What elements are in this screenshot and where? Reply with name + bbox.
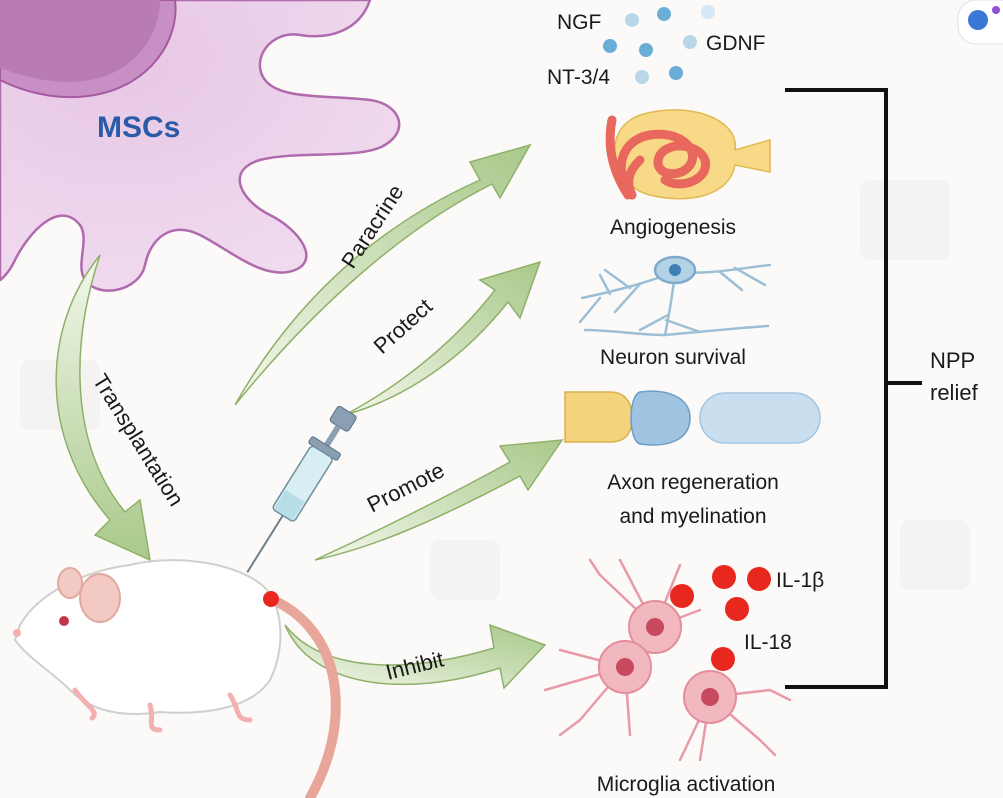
axon-label-line2: and myelination bbox=[619, 505, 766, 528]
microglia-bodies bbox=[598, 600, 737, 724]
neuron-icon bbox=[578, 255, 772, 337]
rat-illustration bbox=[13, 559, 341, 798]
protect-arrow bbox=[344, 260, 542, 416]
syringe-icon bbox=[246, 405, 357, 573]
msc-label: MSCs bbox=[97, 111, 180, 144]
neuron-survival-label: Neuron survival bbox=[600, 346, 746, 369]
protect-label: Protect bbox=[369, 293, 438, 358]
factor-nt34: NT-3/4 bbox=[547, 66, 610, 89]
axon-icon bbox=[564, 390, 821, 446]
microglia-label: Microglia activation bbox=[597, 773, 776, 796]
paracrine-arrow bbox=[234, 143, 532, 406]
cytokine-il18: IL-18 bbox=[744, 631, 792, 654]
msc-cell: MSCs bbox=[0, 0, 401, 292]
cytokine-dots bbox=[670, 565, 771, 671]
avatar-badge bbox=[957, 0, 1003, 45]
factor-gdnf: GDNF bbox=[706, 32, 766, 55]
angiogenesis-icon bbox=[605, 109, 771, 200]
promote-arrow bbox=[314, 439, 564, 561]
outcome-line2: relief bbox=[930, 380, 979, 405]
axon-label-line1: Axon regeneration bbox=[607, 471, 779, 494]
factor-ngf: NGF bbox=[557, 11, 601, 34]
microglia-cells bbox=[543, 558, 792, 762]
cytokine-il1b: IL-1β bbox=[776, 569, 824, 592]
outcome-line1: NPP bbox=[930, 348, 975, 373]
angiogenesis-label: Angiogenesis bbox=[610, 216, 736, 239]
outcome-bracket bbox=[785, 88, 922, 689]
neurotrophic-dots bbox=[603, 5, 715, 84]
transplantation-arrow bbox=[55, 254, 151, 562]
